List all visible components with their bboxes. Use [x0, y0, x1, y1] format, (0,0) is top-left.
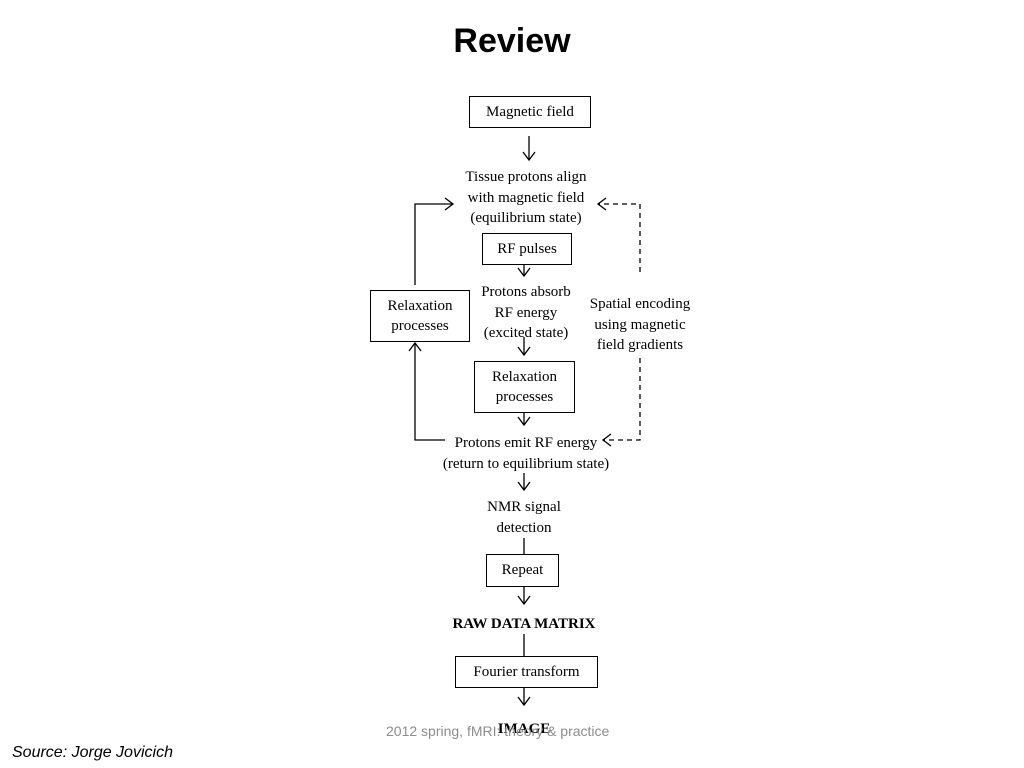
node-rf-pulses: RF pulses — [482, 233, 572, 265]
arrowhead — [444, 197, 455, 211]
node-fourier-transform: Fourier transform — [455, 656, 598, 688]
node-tissue-protons: Tissue protons align with magnetic field… — [465, 169, 587, 226]
source-credit: Source: Jorge Jovicich — [12, 744, 173, 761]
dashed-arrow-spatial-to-emit — [603, 358, 641, 441]
node-raw-data-matrix: RAW DATA MATRIX — [452, 616, 596, 632]
node-image: IMAGE — [497, 721, 551, 737]
arrowhead — [596, 197, 607, 211]
dashed-arrow-spatial-to-tissue — [598, 203, 641, 272]
slide-footer: 2012 spring, fMRI: theory & practice — [386, 723, 610, 739]
arrowhead — [517, 416, 531, 427]
slide-title: Review — [453, 22, 571, 60]
node-magnetic-field: Magnetic field — [469, 96, 591, 128]
node-protons-absorb: Protons absorb RF energy (excited state) — [481, 284, 571, 341]
node-spatial-encoding: Spatial encoding using magnetic field gr… — [589, 296, 691, 353]
arrowhead — [408, 341, 422, 352]
arrowhead — [517, 696, 531, 707]
arrowhead — [601, 433, 612, 447]
node-repeat: Repeat — [486, 554, 559, 587]
node-relaxation-center: Relaxation processes — [474, 361, 575, 413]
node-nmr-signal: NMR signal detection — [487, 499, 561, 536]
arrowhead — [517, 346, 531, 357]
node-relaxation-left: Relaxation processes — [370, 290, 470, 342]
arrowhead — [517, 595, 531, 606]
node-protons-emit: Protons emit RF energy (return to equili… — [442, 435, 610, 472]
arrow-relaxation-left-to-tissue — [414, 203, 453, 285]
arrowhead — [517, 267, 531, 278]
arrow-emit-to-relaxation-left — [414, 343, 445, 441]
arrowhead — [522, 151, 536, 162]
arrowhead — [517, 481, 531, 492]
